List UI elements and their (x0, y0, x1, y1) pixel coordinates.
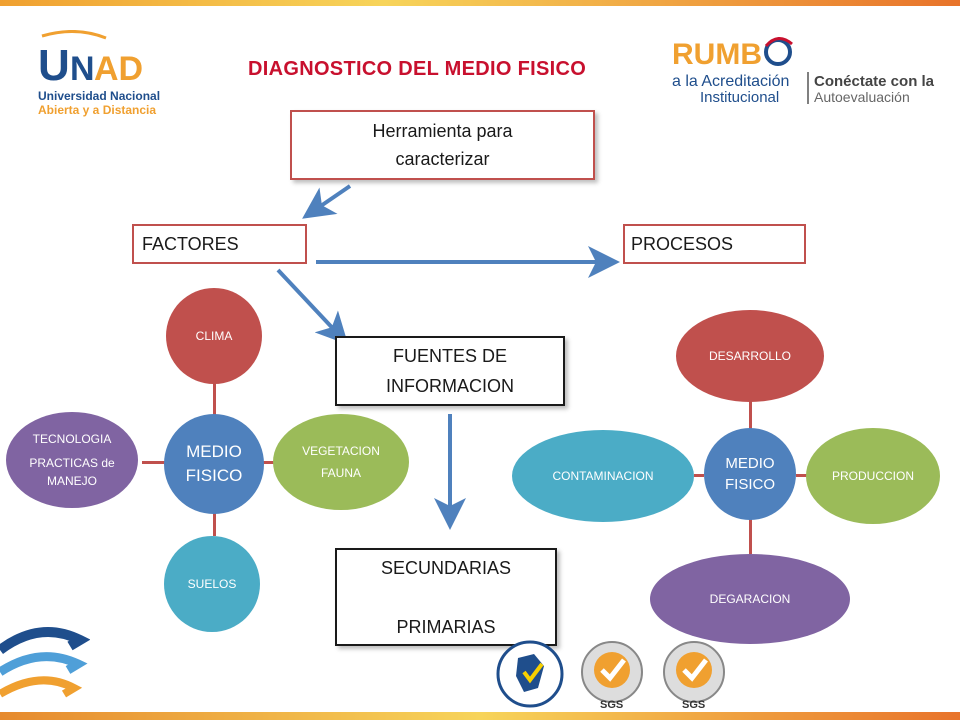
node-clima: CLIMA (166, 288, 262, 384)
node-desarrollo: DESARROLLO (676, 310, 824, 402)
unad-logo: U N AD Universidad Nacional Abierta y a … (38, 30, 160, 117)
node-produccion: PRODUCCION (806, 428, 940, 524)
herramienta-line2: caracterizar (395, 149, 490, 169)
secundarias-label: SECUNDARIAS (380, 558, 512, 578)
connector-produccion (796, 474, 808, 477)
node-vegetacion-fauna: VEGETACION FAUNA (273, 414, 409, 510)
top-stripe (0, 0, 960, 6)
svg-text:Institucional: Institucional (700, 89, 779, 106)
node-degaracion: DEGARACION (650, 554, 850, 644)
page-title: DIAGNOSTICO DEL MEDIO FISICO (248, 58, 587, 80)
secundarias-box: SECUNDARIAS PRIMARIAS (335, 548, 557, 646)
svg-text:SGS: SGS (600, 699, 623, 711)
factores-label: FACTORES (142, 233, 239, 254)
node-medio-fisico-right: MEDIO FISICO (704, 428, 796, 520)
svg-text:Universidad Nacional: Universidad Nacional (38, 89, 160, 103)
connector-contaminacion (694, 474, 704, 477)
svg-text:RUMB: RUMB (672, 38, 762, 71)
fuentes-line2: INFORMACION (386, 376, 514, 396)
decorative-arrows-icon (0, 627, 90, 698)
unad-mark-text: U (38, 41, 70, 90)
connector-degaracion (749, 518, 752, 554)
connector-desarrollo (749, 398, 752, 432)
certification-seals: SGS SGS (496, 640, 725, 711)
rumbo-logo: RUMB a la Acreditación Institucional Con… (672, 37, 935, 106)
svg-text:SGS: SGS (682, 699, 705, 711)
factores-box: FACTORES (132, 224, 307, 264)
svg-text:Conéctate con la: Conéctate con la (814, 73, 935, 90)
rumbo-line1: a la Acreditación (672, 73, 789, 90)
node-suelos: SUELOS (164, 536, 260, 632)
fuentes-line1: FUENTES DE (392, 346, 507, 366)
svg-text:N: N (70, 50, 95, 88)
node-tecnologia: TECNOLOGIA PRACTICAS de MANEJO (6, 412, 138, 508)
fuentes-box: FUENTES DE INFORMACION (335, 336, 565, 406)
primarias-label: PRIMARIAS (396, 617, 496, 637)
sgs-seal-icon-2: SGS (663, 641, 725, 711)
connector-clima (213, 382, 216, 418)
node-contaminacion: CONTAMINACION (512, 430, 694, 522)
svg-text:Autoevaluación: Autoevaluación (814, 89, 910, 105)
svg-text:Abierta y a Distancia: Abierta y a Distancia (38, 103, 156, 117)
herramienta-line1: Herramienta para (372, 121, 513, 141)
procesos-label: PROCESOS (631, 233, 734, 254)
herramienta-box: Herramienta para caracterizar (290, 110, 595, 180)
arrow-factores-fuentes (276, 268, 349, 345)
sgs-seal-icon-1: SGS (581, 641, 643, 711)
arrow-herramienta-factores (302, 184, 352, 219)
svg-text:AD: AD (94, 50, 143, 88)
connector-vegetacion (260, 461, 276, 464)
node-medio-fisico-left: MEDIO FISICO (164, 414, 264, 514)
bottom-stripe (0, 712, 960, 720)
connector-tecnologia (142, 461, 168, 464)
colombia-seal-icon (496, 640, 564, 708)
procesos-box: PROCESOS (623, 224, 806, 264)
